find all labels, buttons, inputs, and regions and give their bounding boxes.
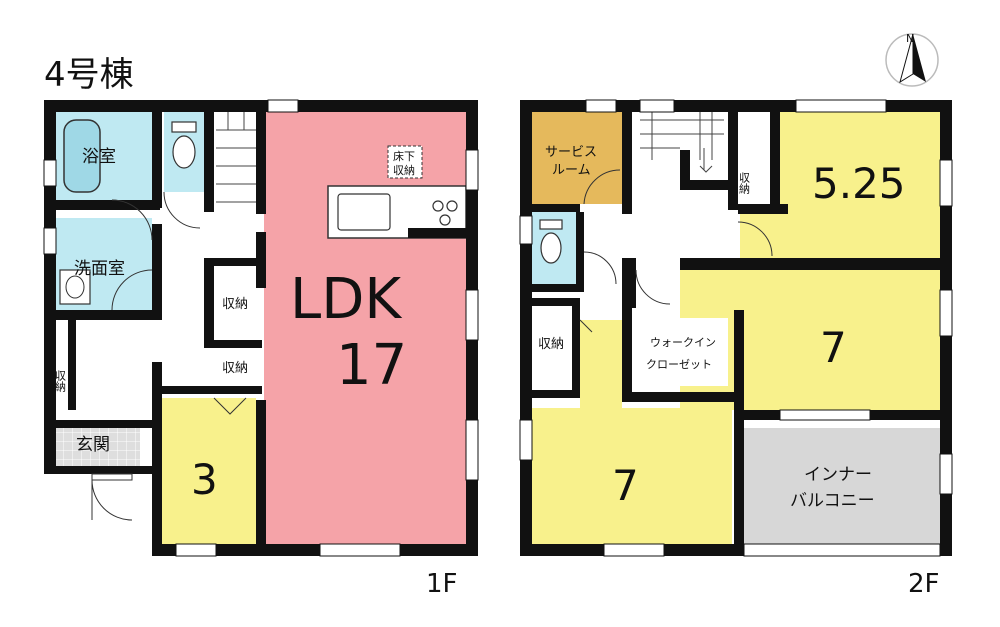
entrance-door (91, 473, 133, 521)
floor-label-2f: 2F (908, 569, 940, 599)
underfloor-storage-box (387, 145, 423, 179)
label-walkin-1: ウォークイン (650, 336, 716, 349)
label-washroom: 洗面室 (74, 259, 125, 279)
label-balcony-1: インナー (804, 465, 872, 485)
floor-1: 浴室 洗面室 収納 収納 収納 玄関 床下 収納 3 LDK 17 1F (43, 99, 479, 599)
room-7b-ext (580, 320, 622, 412)
compass: N (885, 32, 939, 87)
ldk-room (264, 112, 466, 544)
sink-icon (59, 269, 91, 305)
label-room-7b-size: 7 (612, 461, 639, 510)
room-525 (778, 112, 940, 258)
label-balcony-2: バルコニー (790, 491, 875, 511)
label-bath: 浴室 (82, 147, 116, 167)
label-room-525-size: 5.25 (812, 159, 906, 208)
building-label: 4号棟 (44, 55, 134, 95)
label-walkin-2: クローゼット (646, 358, 712, 371)
floor-2: サービス ルーム 収納 収納 5.25 ウォークイン クローゼット 7 7 イン… (519, 99, 953, 599)
label-storage-2: 収納 (222, 361, 248, 376)
room-3 (160, 398, 256, 544)
label-underfloor-2: 収納 (393, 164, 415, 177)
compass-needle-dark (913, 34, 926, 82)
label-room-3-size: 3 (191, 455, 218, 504)
kitchen-sink-icon (337, 193, 391, 231)
room-525-ext (740, 212, 778, 258)
stairs-2f (640, 112, 724, 173)
toilet-icon (171, 121, 197, 169)
label-service-1: サービス (545, 145, 597, 160)
floor-label-1f: 1F (426, 569, 458, 599)
entrance-floor (56, 428, 140, 466)
label-service-2: ルーム (552, 163, 591, 178)
room-7b (532, 408, 732, 544)
label-underfloor-1: 床下 (393, 149, 415, 163)
compass-label: N (906, 32, 914, 45)
stairs-1f (216, 112, 256, 203)
label-ldk-size: 17 (336, 333, 407, 398)
label-storage-left-2f: 収納 (538, 337, 564, 352)
inner-balcony (742, 428, 940, 544)
label-storage-tall-2f: 収納 (738, 172, 751, 195)
stove-icon (432, 200, 444, 212)
label-entrance: 玄関 (76, 435, 110, 455)
service-room (532, 112, 622, 204)
label-storage-1: 収納 (222, 297, 248, 312)
toilet-icon-2f (539, 219, 563, 264)
label-room-7a-size: 7 (820, 323, 847, 372)
bathtub-icon (63, 119, 101, 193)
label-storage-tall: 収納 (54, 370, 67, 393)
walkin-closet (640, 318, 728, 386)
label-ldk-name: LDK (290, 267, 402, 332)
